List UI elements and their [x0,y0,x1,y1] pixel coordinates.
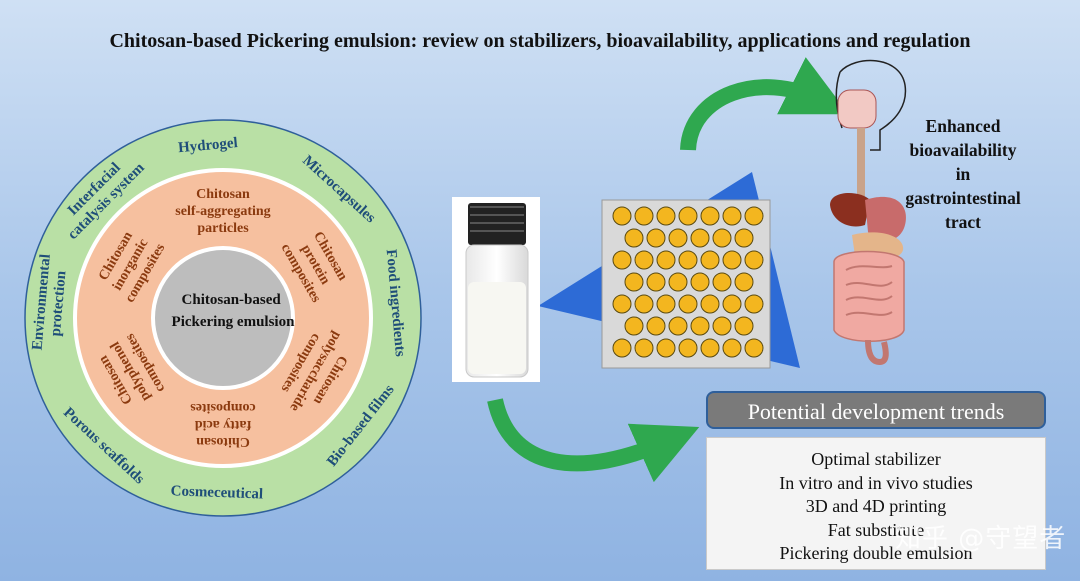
droplet [744,338,764,358]
droplet [722,294,742,314]
droplet [734,316,754,336]
droplet [712,316,732,336]
droplet [646,316,666,336]
droplet [700,250,720,270]
inner-ring-label: Chitosanpolyphenolcomposites [93,330,169,412]
droplet [690,316,710,336]
liver [830,193,870,227]
emulsion-droplets-panel [601,199,771,369]
digestive-system-illustration [830,59,907,366]
droplet [678,338,698,358]
center-circle [151,246,295,390]
droplet [612,206,632,226]
arrow-to-trends [487,398,700,483]
bioavailability-line-5: tract [945,212,981,232]
intestines [833,250,905,342]
droplet [690,272,710,292]
droplet [668,316,688,336]
droplet [612,338,632,358]
droplet [734,228,754,248]
trends-list: Optimal stabilizer In vitro and in vivo … [706,437,1046,570]
droplet [612,250,632,270]
droplets [612,206,764,358]
droplet [722,250,742,270]
stomach [865,196,906,242]
droplet [646,272,666,292]
bioavailability-line-2: bioavailability [909,140,1017,160]
head-cavity [837,89,877,129]
droplet [712,228,732,248]
droplet [700,206,720,226]
center-label-line-1: Chitosan-based [182,292,282,308]
trend-item: In vitro and in vivo studies [779,472,973,493]
watermark: 知乎 @守望者 [895,524,1067,554]
droplet [678,250,698,270]
droplet [634,294,654,314]
trend-item: Pickering double emulsion [779,543,973,563]
droplet [656,338,676,358]
droplet [668,228,688,248]
droplet [624,272,644,292]
droplet [668,272,688,292]
droplet [722,206,742,226]
droplet [690,228,710,248]
arrow-to-body [680,57,849,151]
droplet [744,250,764,270]
outer-ring-label: Hydrogel [177,135,238,156]
emulsion-vial [452,197,540,382]
droplet [624,316,644,336]
droplet [722,338,742,358]
droplet [646,228,666,248]
ring-diagram: Chitosan-based Pickering emulsion Hydrog… [24,119,422,517]
center-label-line-2: Pickering emulsion [172,314,296,330]
droplet [678,294,698,314]
bioavailability-label: Enhanced bioavailability in gastrointest… [888,114,1038,234]
trends-header: Potential development trends [706,391,1046,429]
bioavailability-line-3: in [955,164,971,184]
center-label: Chitosan-based Pickering emulsion [172,292,296,330]
droplet [624,228,644,248]
bioavailability-line-1: Enhanced [925,116,1001,136]
droplet [656,294,676,314]
droplet [744,294,764,314]
bioavailability-line-4: gastrointestinal [905,188,1021,208]
droplet [656,250,676,270]
droplet [656,206,676,226]
droplet [700,294,720,314]
esophagus [857,128,865,203]
droplet [612,294,632,314]
droplet [634,250,654,270]
outer-ring-label: Cosmeceutical [170,483,263,502]
droplet [700,338,720,358]
droplet [678,206,698,226]
trend-item: Optimal stabilizer [811,449,941,469]
droplet [744,206,764,226]
droplet [734,272,754,292]
trend-item: 3D and 4D printing [805,496,947,516]
inner-ring-label: Chitosanfatty acidcomposites [190,400,256,449]
droplet [634,338,654,358]
page-title: Chitosan-based Pickering emulsion: revie… [109,30,971,52]
droplet [712,272,732,292]
droplet [634,206,654,226]
vial-emulsion [468,282,526,374]
trend-item: Fat substitute [827,519,925,540]
